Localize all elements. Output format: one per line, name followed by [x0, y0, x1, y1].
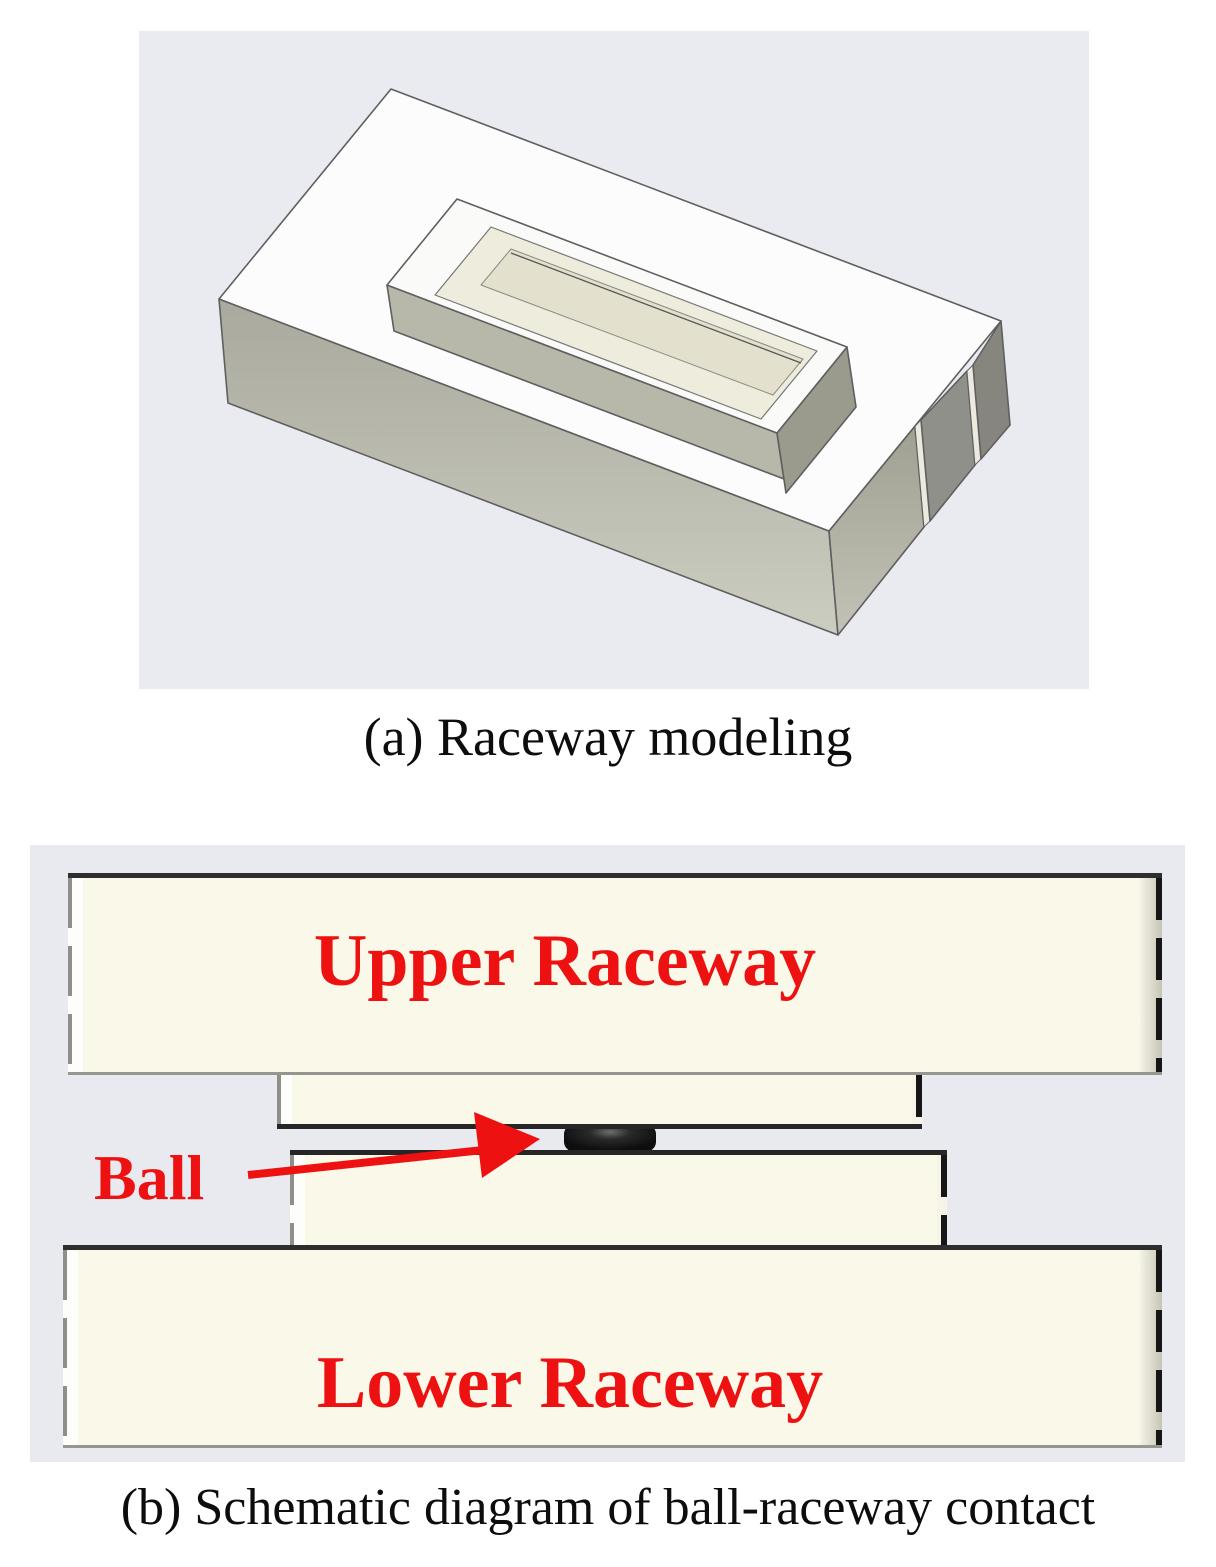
right-dashed-edge: [1156, 1250, 1162, 1445]
ball-arrow-shaft: [247, 1144, 503, 1179]
left-dashed-edge: [290, 1155, 294, 1245]
caption-a: (a) Raceway modeling: [363, 707, 853, 767]
lower-raceway-right-face: [1140, 1250, 1162, 1445]
raceway-model-svg: [139, 31, 1089, 689]
schematic-panel: Upper Raceway Lower: [30, 845, 1185, 1462]
right-dashed-edge: [916, 1075, 922, 1124]
upper-raceway-right-face: [1140, 878, 1162, 1072]
upper-raceway-block: [68, 873, 1162, 1075]
lower-rail-block: [290, 1150, 947, 1245]
upper-rail-right-face: [912, 1075, 922, 1124]
groove-floor: [480, 248, 804, 396]
left-dashed-edge: [63, 1250, 67, 1445]
ball-label: Ball: [94, 1142, 205, 1213]
lower-rail-left-face: [290, 1155, 305, 1245]
upper-rail-left-face: [277, 1075, 292, 1124]
right-dashed-edge: [1156, 878, 1162, 1072]
left-dashed-edge: [68, 878, 72, 1072]
lower-raceway-left-face: [63, 1250, 78, 1445]
lower-rail-right-face: [937, 1155, 947, 1245]
lower-raceway-label: Lower Raceway: [316, 1342, 824, 1424]
right-dashed-edge: [941, 1155, 947, 1245]
upper-raceway-label: Upper Raceway: [313, 920, 817, 1002]
upper-raceway-left-face: [68, 878, 83, 1072]
ball-arrow-head: [474, 1112, 540, 1178]
left-dashed-edge: [277, 1075, 281, 1124]
end-notch-face-far: [972, 320, 1011, 460]
upper-rail-block: [277, 1075, 922, 1129]
groove-crease-line: [510, 252, 802, 364]
ball-arrow-icon: [247, 1112, 540, 1179]
cad-render-panel: [139, 31, 1089, 689]
caption-b: (b) Schematic diagram of ball-raceway co…: [120, 1479, 1096, 1536]
lower-raceway-block: [63, 1245, 1162, 1448]
